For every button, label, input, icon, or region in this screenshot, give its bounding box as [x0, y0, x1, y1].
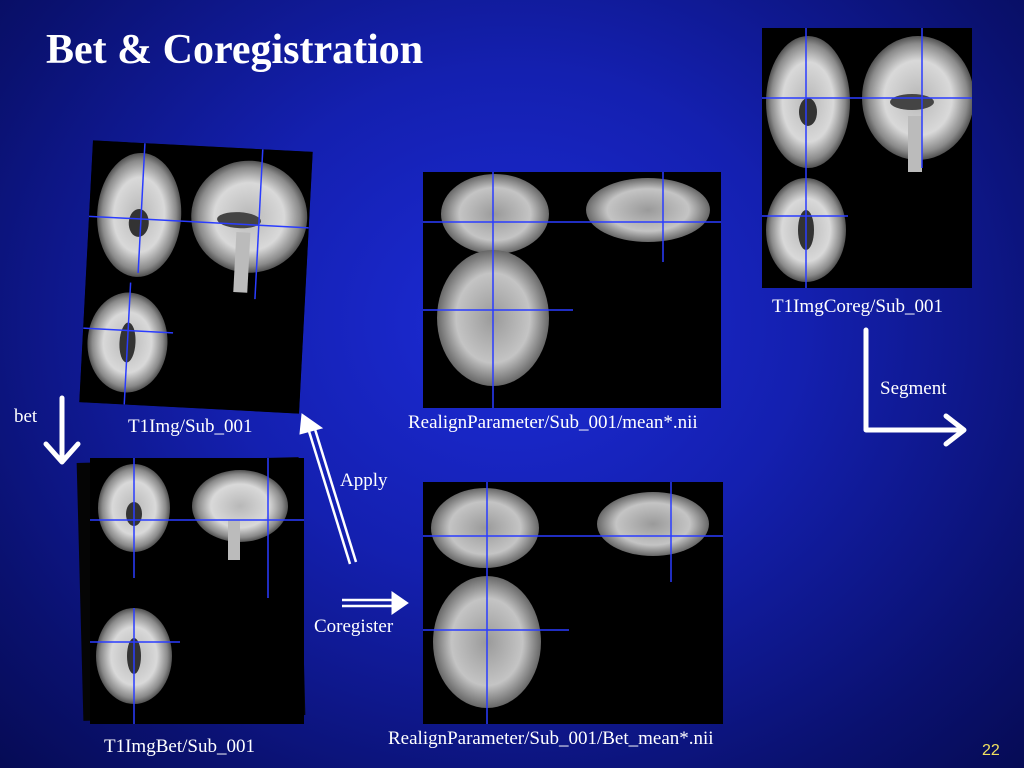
slide-title: Bet & Coregistration	[46, 27, 424, 73]
bet-mean-mri-panel	[423, 482, 723, 724]
t1img-brain-image	[79, 140, 313, 414]
bet-step-label: bet	[14, 406, 38, 427]
mean-brain-image	[423, 172, 721, 408]
t1imgbet-brain-image	[90, 458, 304, 724]
coregister-arrow-icon	[342, 591, 409, 615]
mean-mri-panel	[423, 172, 721, 408]
page-number: 22	[982, 742, 1000, 759]
bet-mean-brain-image	[423, 482, 723, 724]
t1imgcoreg-label: T1ImgCoreg/Sub_001	[772, 296, 943, 317]
segment-step-label: Segment	[880, 378, 947, 399]
t1imgbet-mri-panel	[90, 458, 304, 724]
t1img-mri-panel	[79, 140, 313, 414]
t1imgbet-label: T1ImgBet/Sub_001	[104, 736, 255, 757]
t1imgcoreg-mri-panel	[762, 28, 972, 288]
bet-mean-label: RealignParameter/Sub_001/Bet_mean*.nii	[388, 728, 714, 749]
mean-label: RealignParameter/Sub_001/mean*.nii	[408, 412, 698, 433]
t1img-label: T1Img/Sub_001	[128, 416, 253, 437]
bet-arrow-icon	[43, 395, 81, 465]
coregister-step-label: Coregister	[314, 616, 394, 637]
t1imgcoreg-brain-image	[762, 28, 972, 288]
apply-step-label: Apply	[340, 470, 388, 491]
